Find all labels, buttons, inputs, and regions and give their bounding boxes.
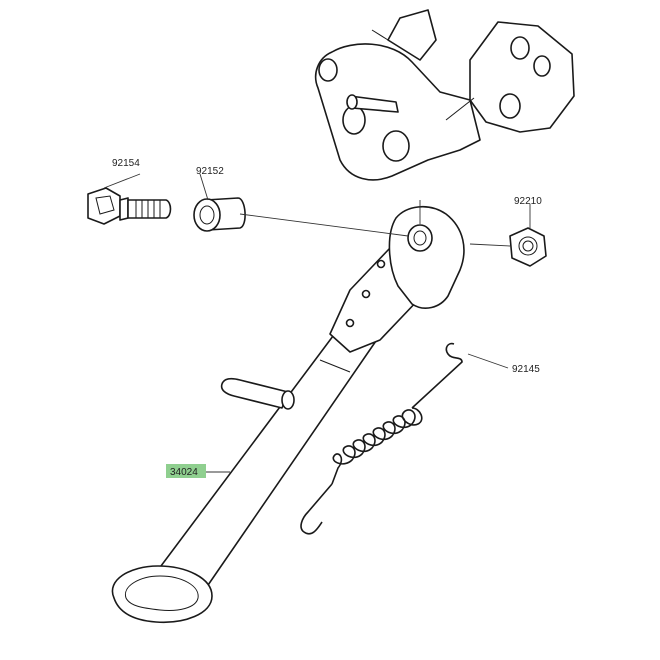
label-nut[interactable]: 92210 bbox=[514, 196, 542, 207]
label-bolt[interactable]: 92154 bbox=[112, 158, 140, 169]
frame-bracket bbox=[314, 9, 575, 181]
nut[interactable] bbox=[509, 227, 547, 267]
spring[interactable] bbox=[300, 342, 463, 535]
label-collar[interactable]: 92152 bbox=[196, 166, 224, 177]
label-side-stand[interactable]: 34024 bbox=[170, 467, 198, 478]
side-stand[interactable] bbox=[111, 206, 465, 624]
label-highlight bbox=[166, 464, 206, 478]
label-spring[interactable]: 92145 bbox=[512, 364, 540, 375]
leader-lines bbox=[103, 173, 531, 473]
collar[interactable] bbox=[193, 197, 246, 232]
part-labels: 92154 92152 92210 92145 34024 bbox=[112, 158, 542, 478]
bolt[interactable] bbox=[87, 187, 172, 225]
